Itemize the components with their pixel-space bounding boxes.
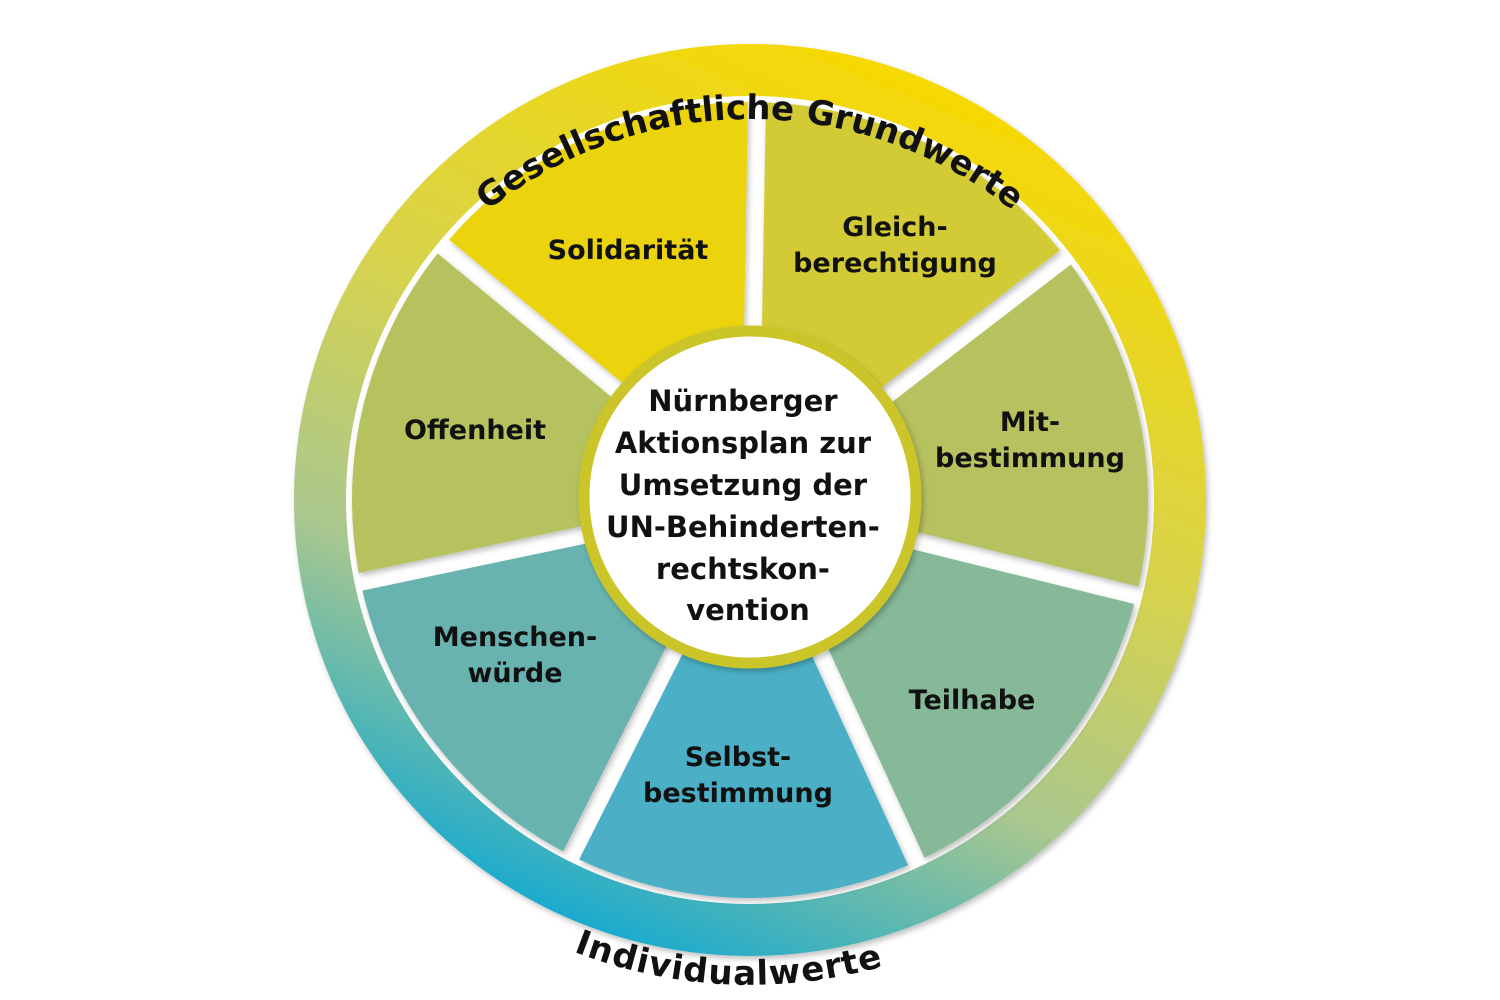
center-title: Nürnberger Aktionsplan zur Umsetzung der… bbox=[606, 384, 890, 627]
segment-label-line: würde bbox=[467, 658, 562, 689]
segment-label: Mit-bestimmung bbox=[935, 407, 1125, 474]
center-circle bbox=[578, 325, 922, 669]
center-line: UN-Behinderten- bbox=[606, 510, 880, 544]
segment-label: Gleich-berechtigung bbox=[793, 212, 997, 279]
center-line: Nürnberger bbox=[648, 384, 838, 418]
center-line: vention bbox=[686, 593, 810, 627]
segment-label: Teilhabe bbox=[909, 685, 1036, 716]
segment-label-line: Teilhabe bbox=[909, 685, 1036, 716]
segment-label-line: Selbst- bbox=[685, 742, 792, 773]
center-line: Umsetzung der bbox=[619, 468, 868, 502]
segment-label-line: bestimmung bbox=[643, 778, 833, 809]
segment-label-line: Mit- bbox=[1000, 407, 1060, 438]
segment-label-line: Solidarität bbox=[548, 235, 709, 266]
segment-label: Solidarität bbox=[548, 235, 709, 266]
segment-label: Selbst-bestimmung bbox=[643, 742, 833, 809]
segment-label-line: Menschen- bbox=[433, 622, 597, 653]
segment-label-line: bestimmung bbox=[935, 443, 1125, 474]
segment-label-line: Offenheit bbox=[404, 415, 546, 446]
center-line: Aktionsplan zur bbox=[615, 426, 872, 460]
segment-label-line: berechtigung bbox=[793, 248, 997, 279]
segment-label: Offenheit bbox=[404, 415, 546, 446]
segment-label: Menschen-würde bbox=[433, 622, 597, 689]
segment-label-line: Gleich- bbox=[842, 212, 947, 243]
center-line: rechtskon- bbox=[656, 552, 830, 586]
segment-selbstbestimmung bbox=[579, 538, 909, 898]
